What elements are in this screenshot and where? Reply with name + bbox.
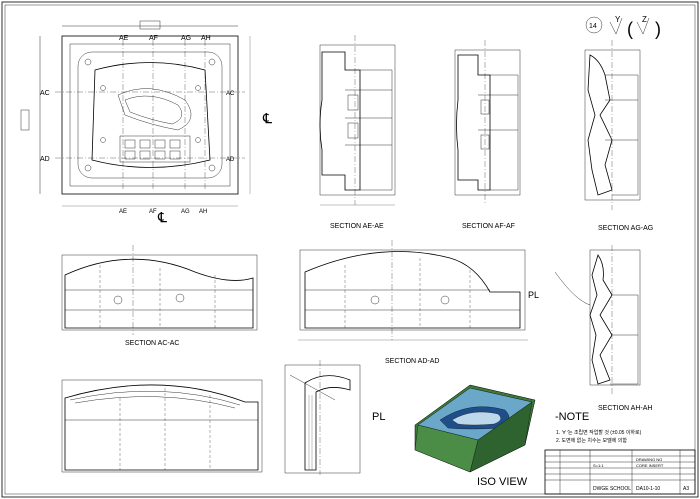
title-block-rev: A3 (683, 486, 689, 492)
plan-cut-label-af: AF (149, 35, 158, 42)
section-ad-view (298, 240, 528, 341)
svg-text:): ) (655, 19, 661, 39)
surface-symbols: 14 Y ( Z ) (585, 15, 661, 39)
svg-text:℄: ℄ (157, 209, 167, 225)
symbol-number: 14 (589, 23, 597, 30)
title-block-school: DWGE SCHOOL (593, 486, 631, 492)
plan-view: ℄ ℄ (20, 20, 272, 225)
plan-cut-labels: AE AF AG AH AE AF AG AH AC AD AC AD (40, 35, 235, 215)
section-ad-label: SECTION AD-AD (385, 358, 439, 365)
note-title: -NOTE (555, 411, 589, 423)
svg-text:(: ( (627, 19, 633, 39)
sheet-inner-border (4, 4, 696, 495)
section-ag-view (584, 40, 641, 210)
plan-cut-label-af-bottom: AF (149, 209, 157, 215)
plan-side-label-ac: AC (40, 90, 50, 97)
plan-cut-label-ah-bottom: AH (199, 209, 207, 215)
plan-side-label-ad: AD (40, 156, 50, 163)
note-line-1: 1. ∀́ 는 조립면 작업할 것 (±0.05 이하로) (556, 429, 642, 436)
section-ac-view (61, 245, 258, 335)
section-af-view (454, 40, 521, 205)
symbol-y: Y (615, 15, 621, 24)
plan-side-label-ad-right: AD (226, 157, 235, 163)
plan-cut-label-ag: AG (181, 35, 191, 42)
title-block-scale: S=1:1 (593, 463, 604, 468)
section-ah-view (554, 245, 641, 395)
note-line-2: 2. 도면에 없는 치수는 모델에 의함 (556, 437, 627, 444)
plan-cut-label-ah: AH (201, 35, 211, 42)
svg-text:℄: ℄ (262, 110, 272, 126)
plan-side-label-ac-right: AC (226, 91, 235, 97)
side-view (61, 379, 263, 473)
plan-cut-label-ag-bottom: AG (181, 209, 190, 215)
detail-view (284, 360, 361, 475)
section-ae-view (319, 35, 396, 206)
symbol-z: Z (642, 15, 647, 24)
section-af-label: SECTION AF-AF (462, 223, 515, 230)
pl-mark-detail: PL (372, 411, 385, 423)
section-ac-label: SECTION AC-AC (125, 340, 179, 347)
title-block-part: CORE INSERT (636, 463, 664, 468)
title-block-drawing-no: DA10-1-10 (636, 486, 660, 492)
note-block: -NOTE 1. ∀́ 는 조립면 작업할 것 (±0.05 이하로) 2. 도… (555, 411, 642, 444)
section-ah-label: SECTION AH-AH (598, 405, 652, 412)
iso-view (414, 384, 536, 473)
section-ae-label: SECTION AE-AE (330, 223, 384, 230)
section-ag-label: SECTION AG-AG (598, 225, 653, 232)
pl-mark-ad: PL (528, 290, 539, 300)
iso-view-label: ISO VIEW (477, 476, 528, 488)
plan-cut-label-ae: AE (119, 35, 129, 42)
title-block: DRAWING NO CORE INSERT S=1:1 DWGE SCHOOL… (544, 449, 696, 495)
title-block-name: DRAWING NO (636, 457, 662, 462)
plan-cut-label-ae-bottom: AE (119, 209, 127, 215)
